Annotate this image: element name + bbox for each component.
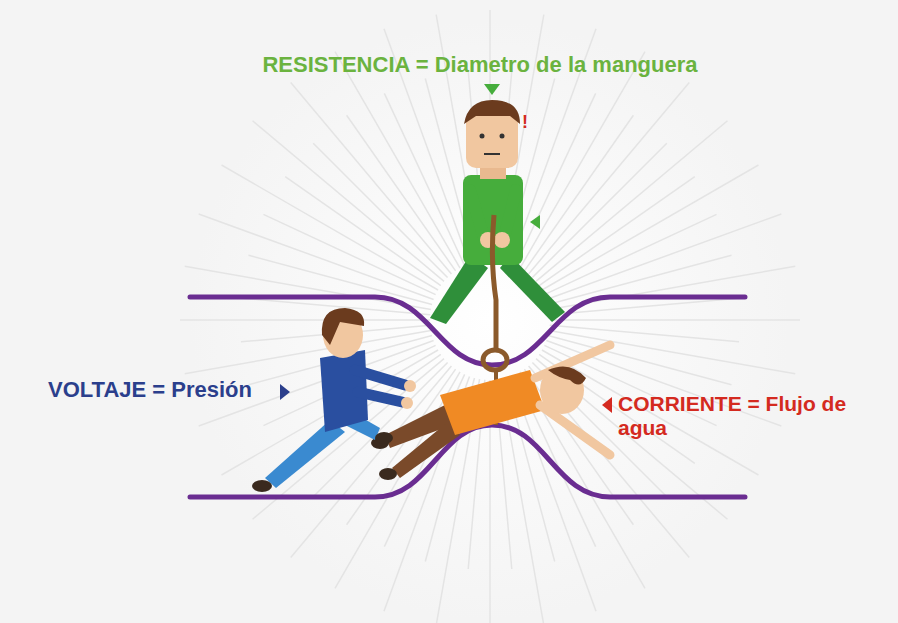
blue-hair [322,308,364,345]
blue-arm [358,392,402,402]
sun-ray [335,52,460,269]
hose-top [190,297,745,365]
sun-ray [550,319,800,321]
hand [494,232,510,248]
sun-rays [180,10,800,623]
sun-ray [529,83,690,275]
rope-knot [483,350,507,370]
shoe [375,432,393,444]
sun-ray [185,266,431,309]
hand [404,380,416,392]
blue-man [252,308,416,492]
sun-ray [515,93,595,265]
sun-ray [536,121,728,282]
pointer-triangle [484,84,500,95]
sun-ray [180,319,430,321]
mouth [484,153,500,155]
resistance-label: RESISTENCIA = Diametro de la manguera [230,52,730,77]
sun-ray [253,121,445,282]
hand [401,397,413,409]
orange-man [371,345,610,480]
green-leg [500,255,565,322]
sun-ray [185,330,431,373]
orange-body [440,370,545,435]
sun-ray [291,366,452,558]
sun-ray [550,325,739,342]
blue-arm [355,370,405,385]
green-head [466,110,518,168]
orange-hair [548,366,586,384]
sun-ray [542,165,759,290]
sun-ray [291,83,452,275]
green-leg [430,255,488,324]
green-man [430,100,565,324]
pointer-triangle [530,215,540,229]
sun-ray [520,52,645,269]
green-arm [470,190,484,238]
sun-ray [546,214,781,300]
current-label: CORRIENTE = Flujo de agua [618,392,886,440]
orange-arm [540,405,610,455]
eye [500,134,505,139]
shoe [379,468,397,480]
green-hair [464,100,520,124]
rope [492,215,496,350]
sun-ray [222,165,439,290]
exclamation-mark: ! [522,112,538,133]
sun-ray [539,177,695,286]
sun-ray [222,350,439,475]
voltage-label: VOLTAJE = Presión [48,377,276,402]
green-arm [504,190,516,238]
eye [480,134,485,139]
blue-leg [265,420,345,488]
pointer-triangle [602,397,612,413]
pointer-triangle [280,384,290,400]
orange-leg [392,420,460,478]
sun-ray [347,115,456,271]
shoe [252,480,272,492]
sun-ray [263,214,435,294]
